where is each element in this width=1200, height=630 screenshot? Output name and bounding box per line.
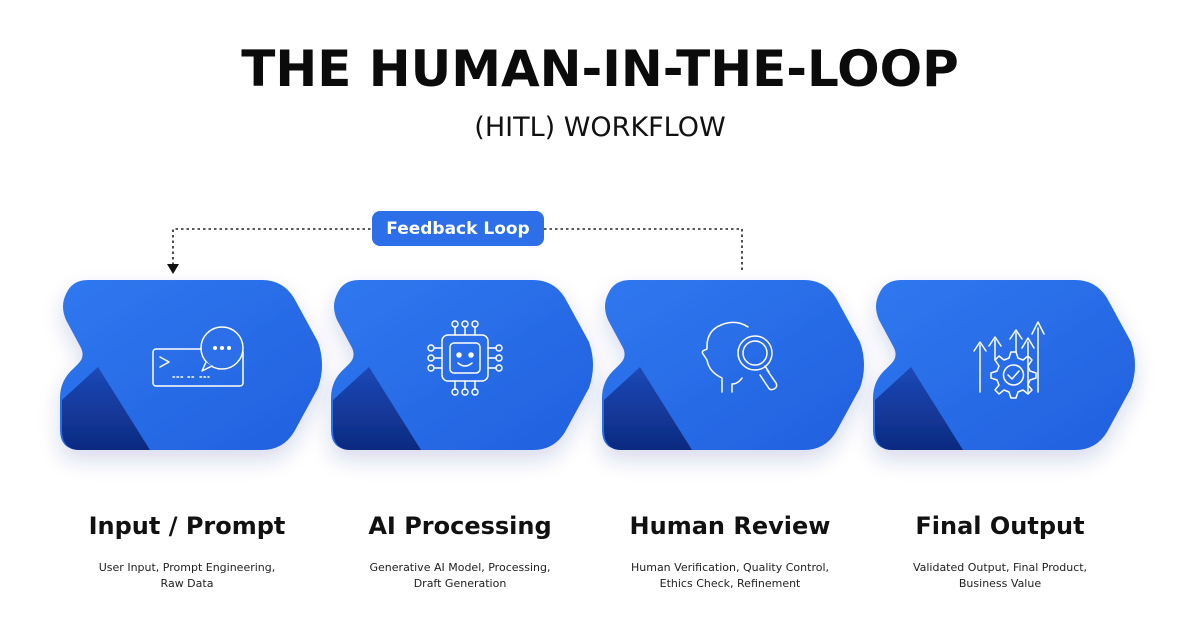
step-4-title: Final Output xyxy=(915,512,1085,540)
step-4-description: Validated Output, Final Product, Busines… xyxy=(912,561,1088,590)
head-magnifier-icon xyxy=(701,321,778,393)
chat-terminal-icon xyxy=(152,326,244,387)
feedback-loop-arrowhead xyxy=(167,264,179,274)
chevron-step-1 xyxy=(60,280,322,450)
step-3-title: Human Review xyxy=(629,512,831,540)
chevron-step-3 xyxy=(602,280,864,450)
gear-growth-icon xyxy=(973,321,1045,399)
page-subtitle: (HITL) WORKFLOW xyxy=(474,112,726,143)
step-1-title: Input / Prompt xyxy=(88,512,286,540)
step-1-description: User Input, Prompt Engineering, Raw Data xyxy=(98,561,276,590)
step-2-description: Generative AI Model, Processing, Draft G… xyxy=(369,561,551,590)
ai-chip-icon xyxy=(427,320,503,396)
page-title: THE HUMAN-IN-THE-LOOP xyxy=(241,40,959,98)
chevron-step-4 xyxy=(873,280,1135,450)
step-3-description: Human Verification, Quality Control, Eth… xyxy=(630,561,830,590)
step-2-title: AI Processing xyxy=(368,512,552,540)
feedback-loop-badge: Feedback Loop xyxy=(372,211,544,246)
